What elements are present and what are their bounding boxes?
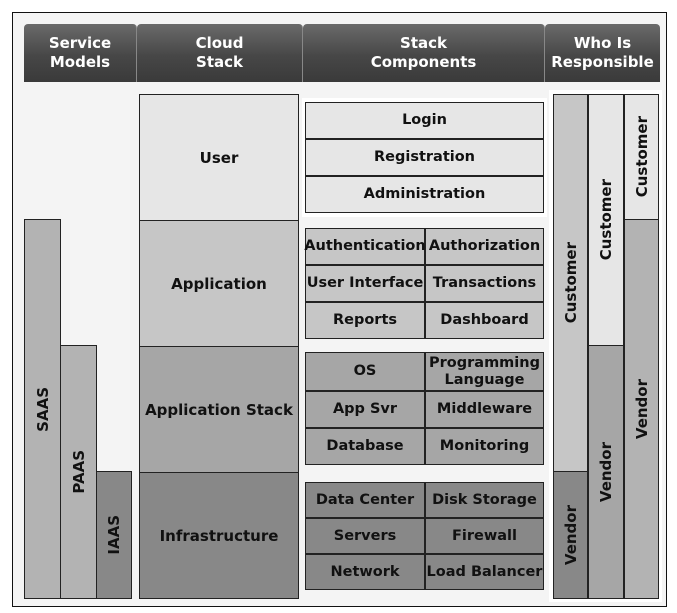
service-model-iaas: IAAS — [96, 471, 132, 599]
header-who-is-responsible: Who Is Responsible — [545, 24, 660, 82]
component-authorization: Authorization — [425, 228, 544, 265]
header-service-models: Service Models — [24, 24, 137, 82]
header-cloud-stack: Cloud Stack — [137, 24, 303, 82]
component-administration: Administration — [305, 176, 544, 213]
component-dashboard: Dashboard — [425, 302, 544, 339]
component-monitoring: Monitoring — [425, 428, 544, 465]
component-database: Database — [305, 428, 425, 465]
component-authentication: Authentication — [304, 228, 426, 265]
responsibility-paas-vendor: Vendor — [588, 345, 624, 599]
component-transactions: Transactions — [425, 265, 544, 302]
stack-layer-application: Application — [139, 220, 299, 347]
service-model-saas: SAAS — [24, 219, 61, 599]
component-data-center: Data Center — [305, 482, 425, 518]
component-middleware: Middleware — [425, 391, 544, 428]
component-os: OS — [305, 352, 425, 391]
component-user-interface: User Interface — [305, 265, 425, 302]
header-stack-components: Stack Components — [303, 24, 545, 82]
stack-layer-user: User — [139, 94, 299, 221]
component-servers: Servers — [305, 518, 425, 554]
component-programming-language: Programming Language — [425, 352, 544, 391]
responsibility-saas-customer: Customer — [624, 94, 659, 220]
component-load-balancer: Load Balancer — [425, 554, 544, 590]
responsibility-iaas-vendor: Vendor — [553, 471, 588, 599]
component-reports: Reports — [305, 302, 425, 339]
responsibility-iaas-customer: Customer — [553, 94, 588, 472]
responsibility-paas-customer: Customer — [588, 94, 624, 346]
stack-layer-application-stack: Application Stack — [139, 346, 299, 473]
component-disk-storage: Disk Storage — [425, 482, 544, 518]
service-model-paas: PAAS — [60, 345, 97, 599]
responsibility-saas-vendor: Vendor — [624, 219, 659, 599]
stack-layer-infrastructure: Infrastructure — [139, 472, 299, 599]
component-app-svr: App Svr — [305, 391, 425, 428]
component-network: Network — [305, 554, 425, 590]
component-login: Login — [305, 102, 544, 139]
component-firewall: Firewall — [425, 518, 544, 554]
component-registration: Registration — [305, 139, 544, 176]
